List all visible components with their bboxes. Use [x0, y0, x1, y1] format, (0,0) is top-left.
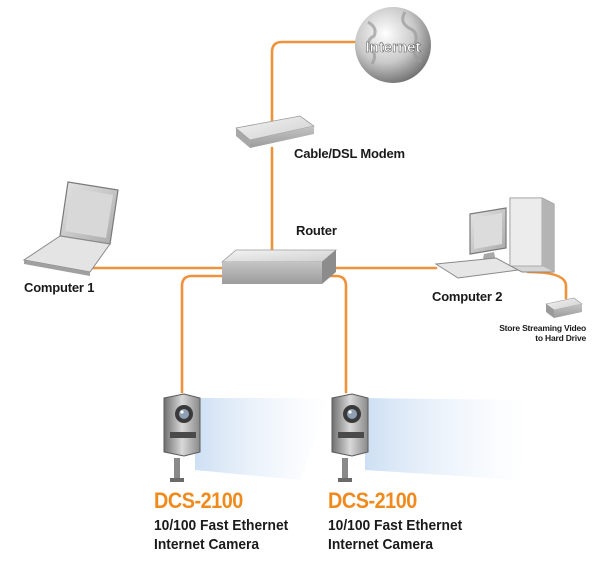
storage-label-line-2: to Hard Drive [535, 333, 586, 343]
camera-2-beam [365, 398, 530, 480]
camera-2-desc-line-2: Internet Camera [328, 536, 434, 553]
computer-2-label: Computer 2 [432, 289, 503, 304]
camera-1-desc-line-2: Internet Camera [154, 536, 260, 553]
cable-internet-modem [270, 40, 358, 124]
cable-router-camera1 [180, 274, 230, 394]
camera-2-model: DCS-2100 [328, 488, 417, 513]
hard-drive-icon [545, 297, 583, 318]
modem-icon [235, 115, 315, 148]
cable-computer2-storage [526, 270, 568, 300]
internet-label: Internet [365, 39, 420, 56]
storage-label: Store Streaming Video to Hard Drive [499, 323, 586, 343]
camera-1-description: 10/100 Fast Ethernet Internet Camera [154, 516, 288, 554]
computer-1-label: Computer 1 [24, 280, 95, 295]
laptop-icon [22, 181, 119, 276]
router-icon [220, 249, 338, 284]
camera-1-beam [195, 398, 330, 480]
camera-1-model: DCS-2100 [154, 488, 243, 513]
camera-1-desc-line-1: 10/100 Fast Ethernet [154, 517, 289, 534]
cable-router-camera2 [324, 274, 348, 394]
camera-2-desc-line-1: 10/100 Fast Ethernet [328, 517, 463, 534]
storage-label-line-1: Store Streaming Video [499, 323, 586, 333]
desktop-computer-icon [434, 197, 555, 279]
router-label: Router [296, 223, 337, 238]
camera-2-description: 10/100 Fast Ethernet Internet Camera [328, 516, 462, 554]
network-cables [86, 40, 568, 394]
ip-camera-2-icon [331, 393, 369, 482]
modem-label: Cable/DSL Modem [294, 146, 405, 161]
internet-globe: Internet [355, 7, 431, 83]
ip-camera-1-icon [163, 393, 201, 482]
